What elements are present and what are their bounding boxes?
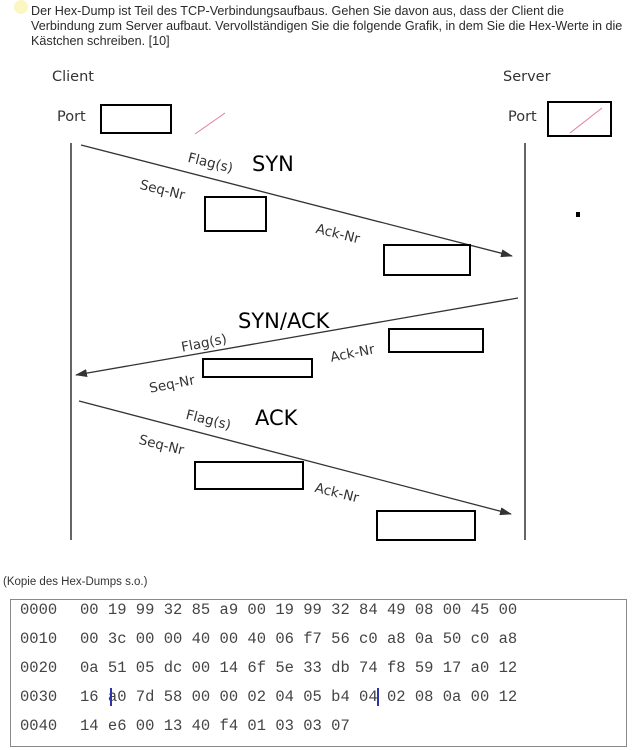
pen-marker bbox=[110, 688, 112, 706]
synack-seq-field[interactable] bbox=[202, 358, 313, 378]
ack-ack-field[interactable] bbox=[376, 510, 476, 541]
syn-arrow bbox=[80, 144, 513, 258]
server-port-label: Port bbox=[508, 109, 537, 125]
pencil-stroke bbox=[569, 107, 603, 134]
hexdump-offset: 0010 bbox=[20, 630, 58, 648]
highlighter-mark bbox=[14, 0, 28, 14]
sequence-diagram bbox=[70, 107, 603, 540]
syn-flags-value: SYN bbox=[252, 152, 294, 176]
ack-seq-field[interactable] bbox=[194, 461, 304, 490]
hexdump-caption: (Kopie des Hex-Dumps s.o.) bbox=[3, 576, 148, 588]
hexdump-bytes: 14 e6 00 13 40 f4 01 03 03 07 bbox=[80, 717, 350, 735]
hexdump-offset: 0020 bbox=[20, 659, 58, 677]
hexdump-bytes: 0a 51 05 dc 00 14 6f 5e 33 db 74 f8 59 1… bbox=[80, 659, 518, 677]
hexdump-box: 0000 00 19 99 32 85 a9 00 19 99 32 84 49 … bbox=[10, 599, 627, 747]
hexdump-offset: 0030 bbox=[20, 688, 58, 706]
client-port-label: Port bbox=[57, 109, 86, 125]
hexdump-row: 0030 16 a0 7d 58 00 00 02 04 05 b4 04 02 … bbox=[20, 688, 517, 706]
speck bbox=[576, 212, 580, 217]
ack-flags-value: ACK bbox=[255, 406, 298, 430]
pencil-stroke bbox=[194, 112, 226, 135]
client-label: Client bbox=[52, 69, 94, 85]
hexdump-bytes: 00 19 99 32 85 a9 00 19 99 32 84 49 08 0… bbox=[80, 601, 518, 619]
hexdump-offset: 0040 bbox=[20, 717, 58, 735]
ack-arrow bbox=[78, 400, 512, 516]
hexdump-row: 0000 00 19 99 32 85 a9 00 19 99 32 84 49 … bbox=[20, 601, 517, 619]
hexdump-bytes: 00 3c 00 00 40 00 40 06 f7 56 c0 a8 0a 5… bbox=[80, 630, 518, 648]
hexdump-row: 0010 00 3c 00 00 40 00 40 06 f7 56 c0 a8 … bbox=[20, 630, 517, 648]
syn-ack-field[interactable] bbox=[383, 244, 471, 276]
synack-flags-value: SYN/ACK bbox=[238, 309, 330, 333]
synack-arrow bbox=[75, 297, 519, 378]
synack-ack-field[interactable] bbox=[388, 328, 484, 353]
hexdump-row: 0020 0a 51 05 dc 00 14 6f 5e 33 db 74 f8 … bbox=[20, 659, 517, 677]
hexdump-bytes: 16 a0 7d 58 00 00 02 04 05 b4 04 02 08 0… bbox=[80, 688, 518, 706]
client-port-field[interactable] bbox=[100, 104, 172, 134]
server-label: Server bbox=[503, 69, 551, 85]
task-instruction: Der Hex-Dump ist Teil des TCP-Verbindung… bbox=[31, 4, 623, 48]
hexdump-offset: 0000 bbox=[20, 601, 58, 619]
syn-seq-field[interactable] bbox=[204, 196, 267, 232]
hexdump-row: 0040 14 e6 00 13 40 f4 01 03 03 07 bbox=[20, 717, 350, 735]
server-port-field[interactable] bbox=[547, 101, 612, 137]
pen-marker bbox=[377, 688, 379, 706]
